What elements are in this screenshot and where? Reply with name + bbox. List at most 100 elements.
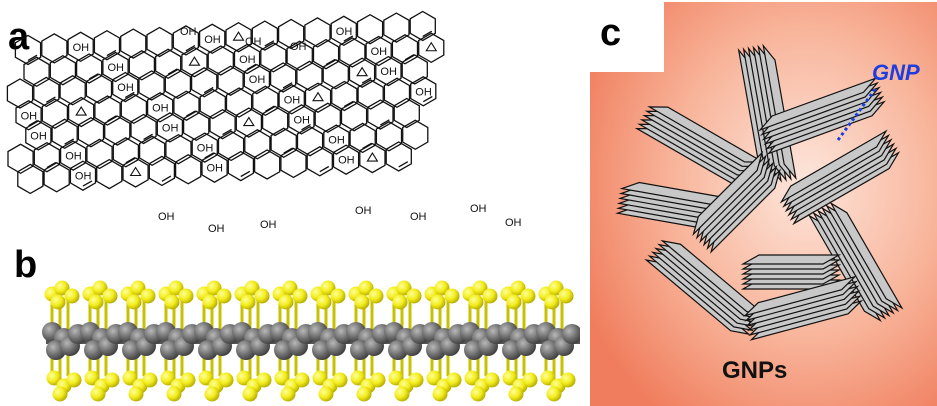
hexagon-ring — [375, 121, 403, 152]
double-bond — [398, 161, 409, 168]
epoxide-bridge — [366, 152, 379, 162]
hexagon-ring — [165, 133, 192, 165]
hexagon-ring — [332, 144, 360, 175]
surface-atom — [312, 370, 328, 386]
double-bond — [203, 86, 214, 94]
surface-atom — [472, 280, 488, 296]
gnp-pointer-label: GNP — [872, 60, 920, 85]
hexagon-ring — [393, 97, 420, 129]
surface-atom — [52, 386, 68, 402]
surface-atom — [122, 370, 138, 386]
hexagon-ring — [207, 45, 234, 76]
epoxide-bridge — [232, 31, 245, 41]
hexagon-ring — [348, 57, 376, 88]
surface-atom — [408, 372, 424, 388]
surface-atom — [446, 372, 462, 388]
surface-atom — [464, 370, 480, 386]
surface-atom — [318, 386, 334, 402]
surface-atom — [510, 280, 526, 296]
hexagon-ring — [41, 33, 68, 64]
double-bond — [64, 138, 75, 145]
surface-atom — [294, 372, 310, 388]
edge-hydroxyl-label: OH — [260, 219, 277, 231]
panel-label-c: c — [600, 12, 622, 54]
hexagon-ring — [138, 70, 165, 101]
hydroxyl-label: OH — [338, 155, 355, 167]
double-bond — [185, 45, 196, 52]
surface-atom — [434, 280, 450, 296]
double-bond — [125, 157, 136, 164]
surface-atom — [92, 280, 108, 296]
double-bond — [343, 100, 354, 108]
surface-atom — [46, 370, 62, 386]
hexagon-ring — [367, 99, 394, 130]
platelet-layer — [779, 129, 888, 204]
surface-atom — [482, 288, 498, 304]
hexagon-ring — [190, 67, 218, 98]
hydroxyl-label: OH — [21, 110, 38, 122]
surface-atom — [508, 386, 524, 402]
double-bond — [422, 95, 433, 103]
hexagon-ring — [280, 147, 307, 179]
double-bond — [282, 82, 293, 89]
surface-atom — [292, 288, 308, 304]
hexagon-ring — [375, 55, 402, 87]
gnp-pointer-line — [836, 87, 878, 141]
hexagon-ring — [128, 50, 156, 81]
surface-atom — [350, 370, 366, 386]
edge-hydroxyl-label: OH — [355, 205, 372, 217]
hexagon-ring — [225, 21, 252, 53]
platelet-stack — [807, 201, 904, 323]
hexagon-ring — [67, 96, 95, 128]
surface-atom — [236, 370, 252, 386]
hexagon-ring — [225, 87, 253, 118]
hexagon-ring — [130, 113, 157, 145]
hexagon-ring — [401, 54, 428, 85]
double-bond — [82, 180, 93, 187]
hexagon-ring — [288, 104, 315, 135]
double-bond — [380, 119, 390, 126]
surface-atom — [164, 294, 180, 310]
surface-atom — [202, 294, 218, 310]
edge-hydroxyl-label: OH — [208, 223, 225, 235]
surface-atom — [128, 386, 144, 402]
hexagon-ring — [174, 154, 202, 185]
surface-atom — [432, 386, 448, 402]
hexagon-ring — [199, 88, 226, 120]
hexagon-ring — [25, 120, 52, 151]
surface-atom — [160, 370, 176, 386]
hexagon-ring — [235, 107, 263, 138]
platelet-stack — [634, 106, 766, 185]
edge-hydroxyl-label: OH — [180, 26, 197, 38]
platelet-stack — [692, 150, 781, 254]
hexagon-ring — [306, 146, 333, 177]
epoxide-bridge — [356, 66, 369, 77]
surface-atom — [278, 294, 294, 310]
hexagon-lattice — [6, 10, 445, 195]
surface-atom — [470, 386, 486, 402]
hexagon-ring — [77, 116, 105, 148]
panel-label-a: a — [8, 16, 30, 58]
double-bond — [240, 170, 251, 178]
surface-atom — [54, 280, 70, 296]
hexagon-ring — [181, 46, 208, 78]
hydroxyl-label: OH — [294, 114, 311, 126]
hydroxyl-label: OH — [239, 54, 256, 66]
double-bond — [161, 175, 172, 182]
double-bond — [362, 142, 373, 149]
epoxide-bridge — [129, 166, 142, 177]
hexagon-ring — [359, 142, 386, 174]
hydroxyl-label: OH — [380, 66, 397, 78]
hexagon-ring — [253, 149, 281, 180]
surface-atom — [332, 372, 348, 388]
surface-atom — [256, 372, 272, 388]
hexagon-ring — [43, 162, 70, 193]
double-bond — [27, 54, 38, 61]
hexagon-ring — [402, 119, 429, 151]
panel-label-b: b — [14, 244, 38, 286]
hydroxyl-label: OH — [249, 74, 266, 86]
double-bond — [106, 49, 117, 57]
surface-atom — [468, 294, 484, 310]
hexagon-ring — [322, 59, 349, 90]
surface-atom — [388, 370, 404, 386]
